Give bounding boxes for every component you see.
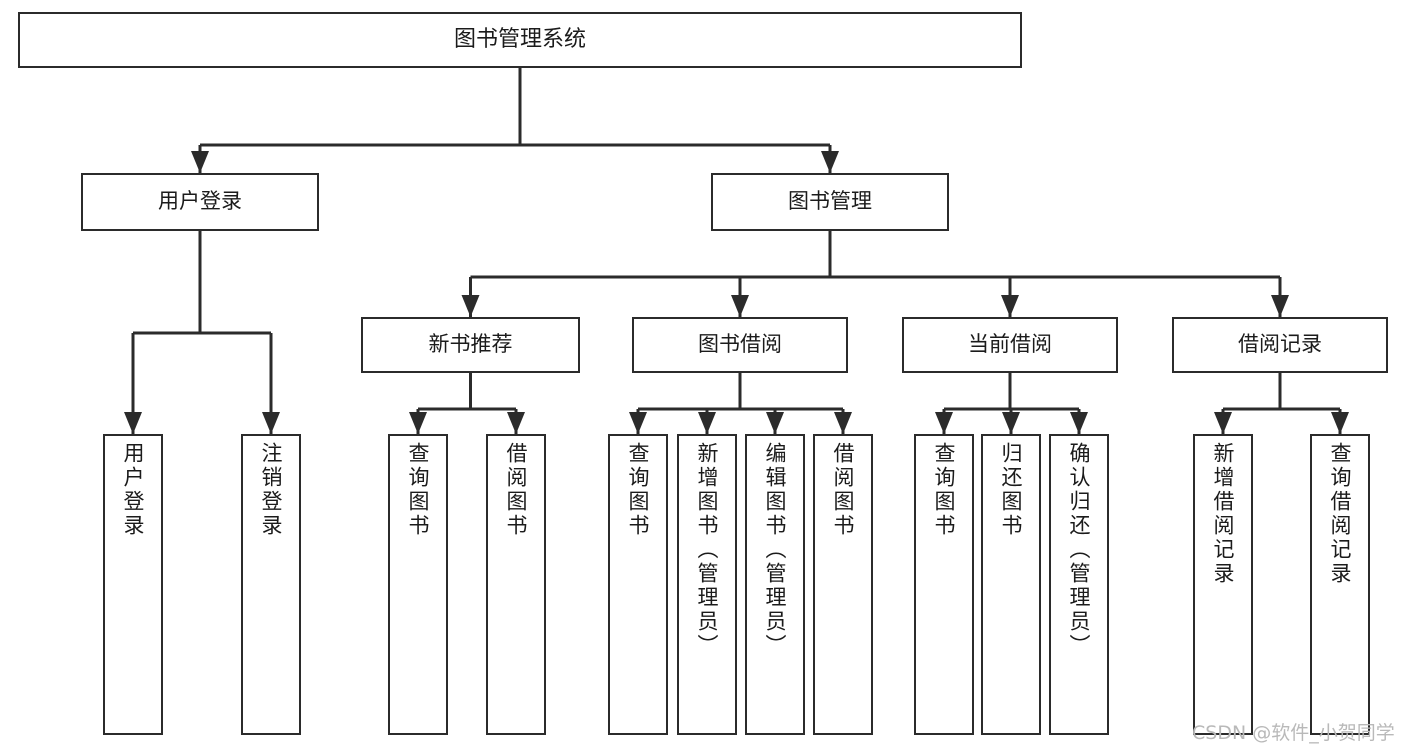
node-label: 图书管理 [788,189,872,214]
node-label: 查询借阅记录 [1328,442,1353,586]
watermark-label: CSDN @软件_小贺同学 [1192,722,1395,744]
node-user-login[interactable]: 用户登录 [81,173,319,231]
node-leaf-add-borrow-record[interactable]: 新增借阅记录 [1193,434,1253,735]
node-label: 图书管理系统 [453,26,586,52]
node-leaf-user-login[interactable]: 用户登录 [103,434,163,735]
node-leaf-borrow-book-2[interactable]: 借阅图书 [813,434,873,735]
node-label: 确认归还（管理员） [1067,442,1092,658]
node-leaf-edit-book[interactable]: 编辑图书（管理员） [745,434,805,735]
node-label: 用户登录 [158,189,242,214]
node-leaf-query-book-3[interactable]: 查询图书 [914,434,974,735]
node-leaf-user-logout[interactable]: 注销登录 [241,434,301,735]
node-label: 新增借阅记录 [1211,442,1236,586]
node-label: 注销登录 [259,442,284,538]
node-label: 查询图书 [932,442,957,538]
node-leaf-query-borrow-record[interactable]: 查询借阅记录 [1310,434,1370,735]
node-leaf-query-book-1[interactable]: 查询图书 [388,434,448,735]
node-leaf-add-book[interactable]: 新增图书（管理员） [677,434,737,735]
node-label: 借阅记录 [1238,332,1322,357]
node-label: 归还图书 [999,442,1024,538]
node-label: 当前借阅 [968,332,1052,357]
node-label: 新增图书（管理员） [695,442,720,658]
node-label: 图书借阅 [698,332,782,357]
node-root[interactable]: 图书管理系统 [18,12,1022,68]
node-leaf-confirm-return[interactable]: 确认归还（管理员） [1049,434,1109,735]
node-book-management[interactable]: 图书管理 [711,173,949,231]
node-label: 查询图书 [626,442,651,538]
node-new-book-recommend[interactable]: 新书推荐 [361,317,580,373]
node-leaf-borrow-book-1[interactable]: 借阅图书 [486,434,546,735]
node-label: 借阅图书 [504,442,529,538]
node-label: 查询图书 [406,442,431,538]
node-leaf-return-book[interactable]: 归还图书 [981,434,1041,735]
node-borrow-record[interactable]: 借阅记录 [1172,317,1388,373]
node-label: 新书推荐 [428,332,513,357]
node-label: 编辑图书（管理员） [763,442,788,658]
node-leaf-query-book-2[interactable]: 查询图书 [608,434,668,735]
node-label: 用户登录 [121,442,146,538]
node-book-borrow[interactable]: 图书借阅 [632,317,848,373]
node-label: 借阅图书 [831,442,856,538]
node-current-borrow[interactable]: 当前借阅 [902,317,1118,373]
